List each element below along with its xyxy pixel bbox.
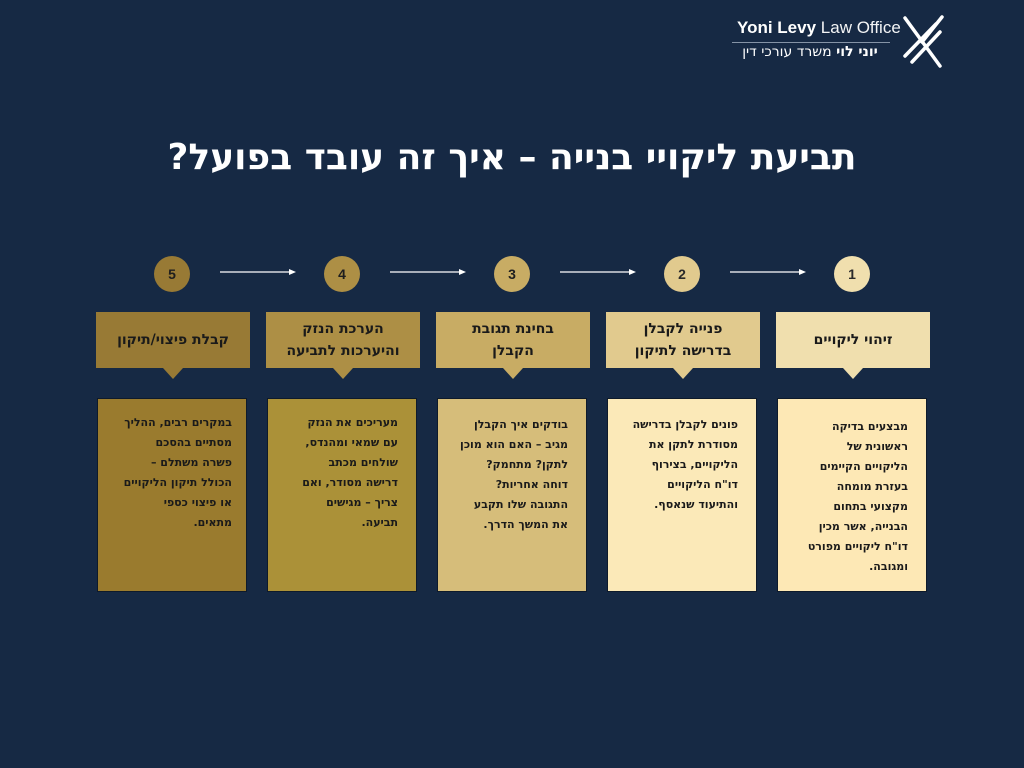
step-description-box-4: מעריכים את הנזק עם שמאי ומהנדס, שולחים מ… <box>267 398 417 592</box>
step-description-box-1: מבצעים בדיקה ראשונית של הליקויים הקיימים… <box>777 398 927 592</box>
step-header-5: קבלת פיצוי/תיקון <box>96 312 250 379</box>
arrow-right-icon <box>220 269 296 275</box>
logo-name-hebrew: יוני לוי משרד עורכי דין <box>732 44 888 60</box>
step-number-5: 5 <box>154 256 190 292</box>
step-description-box-2: פונים לקבלן בדרישה מסודרת לתקן את הליקוי… <box>607 398 757 592</box>
logo-name-hebrew-bold: יוני לוי <box>836 44 878 60</box>
logo: Yoni Levy Law Office יוני לוי משרד עורכי… <box>730 14 950 74</box>
page-title: תביעת ליקויי בנייה – איך זה עובד בפועל? <box>167 137 857 178</box>
arrow-right-icon <box>390 269 466 275</box>
step-number-3: 3 <box>494 256 530 292</box>
step-header-3: בחינת תגובת הקבלן <box>436 312 590 379</box>
logo-name-hebrew-light: משרד עורכי דין <box>742 44 832 60</box>
step-number-4-label: 4 <box>338 266 346 282</box>
step-header-2: פנייה לקבלן בדרישה לתיקון <box>606 312 760 379</box>
step-description-3: בודקים איך הקבלן מגיב – האם הוא מוכן לתק… <box>460 418 568 531</box>
arrow-right-icon <box>560 269 636 275</box>
step-description-box-3: בודקים איך הקבלן מגיב – האם הוא מוכן לתק… <box>437 398 587 592</box>
step-number-4: 4 <box>324 256 360 292</box>
step-description-box-5: במקרים רבים, ההליך מסתיים בהסכם פשרה משת… <box>97 398 247 592</box>
logo-divider <box>732 42 890 43</box>
step-title-1: זיהוי ליקויים <box>813 332 893 348</box>
step-number-2-label: 2 <box>678 266 686 282</box>
step-number-1: 1 <box>834 256 870 292</box>
step-header-1: זיהוי ליקויים <box>776 312 930 379</box>
step-title-4: הערכת הנזק והיערכות לתביעה <box>286 321 400 359</box>
step-description-2: פונים לקבלן בדרישה מסודרת לתקן את הליקוי… <box>632 418 738 511</box>
step-number-3-label: 3 <box>508 266 516 282</box>
logo-name-english: Yoni Levy Law Office <box>737 18 901 38</box>
step-description-5: במקרים רבים, ההליך מסתיים בהסכם פשרה משת… <box>123 416 232 529</box>
step-description-4: מעריכים את הנזק עם שמאי ומהנדס, שולחים מ… <box>302 416 398 529</box>
step-title-5: קבלת פיצוי/תיקון <box>117 332 229 348</box>
logo-name-english-light: Law Office <box>820 18 901 37</box>
step-header-4: הערכת הנזק והיערכות לתביעה <box>266 312 420 379</box>
step-number-5-label: 5 <box>168 266 176 282</box>
logo-mark-icon <box>903 15 944 68</box>
logo-name-english-bold: Yoni Levy <box>737 18 817 37</box>
step-title-3: בחינת תגובת הקבלן <box>472 321 554 359</box>
arrow-right-icon <box>730 269 806 275</box>
step-title-2: פנייה לקבלן בדרישה לתיקון <box>634 321 732 359</box>
step-number-2: 2 <box>664 256 700 292</box>
step-number-1-label: 1 <box>848 266 856 282</box>
step-description-1: מבצעים בדיקה ראשונית של הליקויים הקיימים… <box>807 420 908 573</box>
